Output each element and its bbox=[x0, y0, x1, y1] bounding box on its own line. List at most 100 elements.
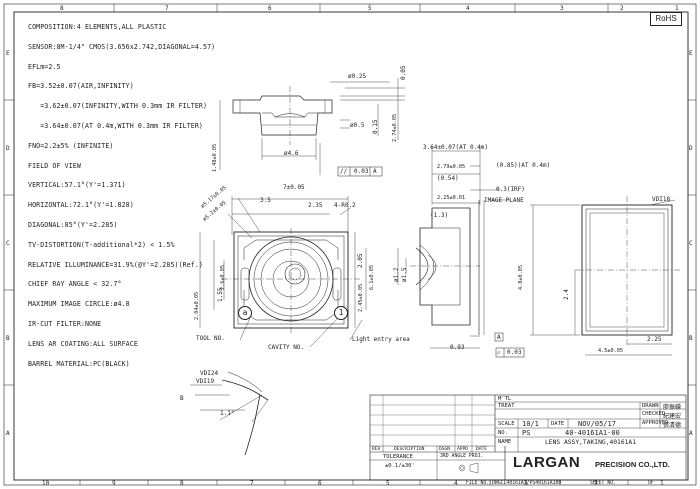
dim-label: 4.8±0.05 bbox=[518, 265, 524, 290]
border-letter: E bbox=[6, 50, 10, 57]
note-line: SENSOR:8M-1/4" CMOS(3.656x2.742,DIAGONAL… bbox=[28, 42, 216, 51]
dim-label: 2.04±0.05 bbox=[194, 291, 200, 320]
tb-file-no: FILE NO.:DWGCL40161A1/PS40161A100 bbox=[466, 481, 562, 486]
dim-label: 2.35 bbox=[308, 202, 323, 209]
dim-label: 0.15 bbox=[372, 119, 379, 134]
image-plane-label: IMAGE PLANE bbox=[484, 197, 524, 204]
note-line: =3.64±0.07(AT 0.4m,WITH 0.3mm IR FILTER) bbox=[28, 121, 203, 130]
tb-appd: APPD bbox=[457, 447, 469, 452]
dim-label: 2.79±0.05 bbox=[437, 164, 466, 170]
border-letter: E bbox=[689, 50, 693, 57]
border-number: 8 bbox=[60, 5, 64, 12]
specification-notes: COMPOSITION:4 ELEMENTS,ALL PLASTIC SENSO… bbox=[28, 13, 215, 380]
border-letter: D bbox=[689, 145, 693, 152]
border-letter: D bbox=[6, 145, 10, 152]
dim-label: ø0.5 bbox=[350, 122, 365, 129]
rohs-badge: RoHS bbox=[650, 12, 682, 26]
dim-label: 2.25 bbox=[647, 336, 662, 343]
dim-label: (0.85)(AT 0.4m) bbox=[496, 162, 551, 169]
dim-label: 0.93 bbox=[450, 344, 465, 351]
dim-label: 2.74±0.05 bbox=[392, 113, 398, 142]
tb-approved: APPROVED bbox=[642, 420, 669, 426]
border-number: 2 bbox=[594, 480, 598, 487]
border-number: 3 bbox=[560, 5, 564, 12]
dim-label: 1.48±0.05 bbox=[212, 143, 218, 172]
border-number: 4 bbox=[454, 480, 458, 487]
side-section-view bbox=[219, 78, 405, 170]
dim-label: 2.45±0.05 bbox=[358, 283, 364, 312]
dim-label: 0.05 bbox=[400, 65, 407, 80]
tb-sig-checked: 紀建宏 bbox=[663, 413, 682, 420]
datum-ref: A bbox=[497, 334, 501, 341]
flatness-value: 0.03 bbox=[354, 168, 369, 175]
tb-sig-drawn: 廖振嶸 bbox=[663, 404, 682, 411]
dim-label: 2.25±0.01 bbox=[437, 195, 466, 201]
border-number: 6 bbox=[268, 5, 272, 12]
tb-mtl: M'TL bbox=[498, 396, 512, 402]
tb-rev-date: DATE bbox=[476, 447, 488, 452]
tb-treat: TREAT bbox=[498, 403, 515, 409]
title-block-lines bbox=[369, 394, 687, 481]
note-line: EFLm=2.5 bbox=[28, 62, 61, 71]
tb-scale: 10/1 bbox=[522, 420, 539, 428]
note-line: LENS AR COATING:ALL SURFACE bbox=[28, 339, 138, 348]
tb-tol-val: ±0.1/±30' bbox=[385, 463, 415, 469]
border-letter: B bbox=[6, 335, 10, 342]
light-entry-label: Light entry area bbox=[352, 336, 410, 343]
note-line: FNO=2.2±5% (INFINITE) bbox=[28, 141, 114, 150]
border-number: 6 bbox=[318, 480, 322, 487]
image-plane-view bbox=[530, 196, 680, 356]
tb-dsgn: DSGN bbox=[439, 447, 451, 452]
note-line: CHIEF RAY ANGLE < 32.7° bbox=[28, 280, 122, 289]
dim-label: 1.55 bbox=[217, 287, 224, 302]
note-line: IR-CUT FILTER:NONE bbox=[28, 320, 102, 329]
tb-rev: REV bbox=[372, 447, 381, 452]
note-line: COMPOSITION:4 ELEMENTS,ALL PLASTIC bbox=[28, 22, 167, 31]
dim-label: 2.4 bbox=[563, 289, 570, 300]
dim-label: VDI18 bbox=[652, 196, 671, 203]
tb-sheet-no: SHEET NO. bbox=[590, 481, 616, 486]
border-number: 1 bbox=[675, 5, 679, 12]
note-line: VERTICAL:57.1°(Y'=1.371) bbox=[28, 181, 126, 190]
note-line: RELATIVE ILLUMINANCE=31.9%(@Y'=2.285)(Re… bbox=[28, 260, 203, 269]
tb-drawn: DRAWN bbox=[642, 403, 659, 409]
dim-label: (0.54) bbox=[437, 175, 459, 182]
company-logo: LARGAN bbox=[513, 454, 581, 471]
tb-date-label: DATE bbox=[551, 421, 565, 427]
border-number: 5 bbox=[368, 5, 372, 12]
flatness-ref: A bbox=[373, 168, 377, 175]
vdi19-label: VDI19 bbox=[196, 378, 215, 385]
note-line: HORIZONTAL:72.1°(Y'=1.828) bbox=[28, 201, 134, 210]
dim-label: 3.64±0.07(AT 0.4m) bbox=[423, 144, 489, 151]
dim-label: (1.3) bbox=[430, 212, 449, 219]
tb-description: DESCRIPTION bbox=[394, 447, 425, 452]
border-number: 7 bbox=[165, 5, 169, 12]
dim-label: 7±0.05 bbox=[283, 184, 305, 191]
tb-sig-approved: 張清德 bbox=[663, 422, 682, 429]
front-view bbox=[199, 196, 367, 348]
border-number: 7 bbox=[250, 480, 254, 487]
flatness-symbol: // bbox=[340, 168, 348, 175]
tb-sheet-val: OF bbox=[648, 481, 654, 486]
cavity-mark: 1 bbox=[334, 306, 348, 320]
dim-label: 0.03 bbox=[507, 349, 522, 356]
tb-name-label: NAME bbox=[498, 439, 512, 445]
border-letter: A bbox=[6, 430, 10, 437]
tb-no-label: NO. bbox=[498, 430, 508, 436]
tb-no: PS bbox=[522, 429, 531, 437]
note-line: DIAGONAL:85°(Y'=2.285) bbox=[28, 221, 118, 230]
tb-checked: CHECKED bbox=[642, 411, 666, 417]
border-number: 3 bbox=[524, 480, 528, 487]
vdi24-label: VDI24 bbox=[200, 370, 219, 377]
border-number: 10 bbox=[42, 480, 50, 487]
border-number: 5 bbox=[386, 480, 390, 487]
dim-label: 2.05 bbox=[357, 253, 364, 268]
cavity-no-label: CAVITY NO. bbox=[268, 344, 305, 351]
border-number: 4 bbox=[466, 5, 470, 12]
tb-scale-label: SCALE bbox=[498, 421, 515, 427]
dim-label: 0.3(IRF) bbox=[496, 186, 525, 193]
border-number: 9 bbox=[112, 480, 116, 487]
note-line: BARREL MATERIAL:PC(BLACK) bbox=[28, 359, 130, 368]
